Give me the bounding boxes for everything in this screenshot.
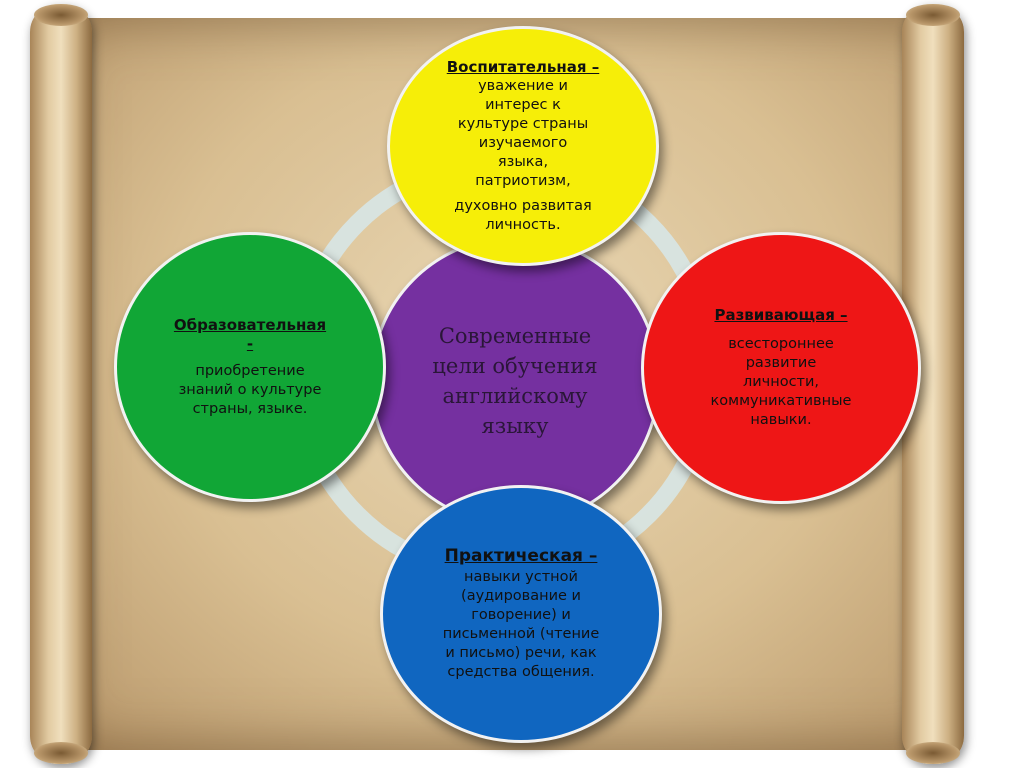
- educational-upbringing-circle: Воспитательная – уважение и интерес к ку…: [387, 26, 659, 266]
- center-circle: Современные цели обучения английскому яз…: [370, 236, 660, 526]
- practical-circle: Практическая – навыки устной (аудировани…: [380, 485, 662, 743]
- practical-title: Практическая –: [444, 545, 598, 566]
- practical-text: навыки устной (аудирование и говорение) …: [442, 568, 600, 680]
- developmental-circle: Развивающая – всестороннее развитие личн…: [641, 232, 921, 504]
- educational-text: приобретение знаний о культуре страны, я…: [178, 362, 322, 417]
- developmental-title: Развивающая –: [714, 306, 848, 324]
- scroll-roll-left: [30, 4, 92, 764]
- upbringing-text-extra: духовно развитая личность.: [454, 197, 592, 233]
- scroll-roll-cap: [906, 742, 960, 764]
- center-circle-text: Современные цели обучения английскому яз…: [432, 324, 598, 438]
- educational-title: Образовательная -: [173, 315, 327, 353]
- scroll-roll-cap: [34, 4, 88, 26]
- developmental-text: всестороннее развитие личности, коммуник…: [710, 336, 852, 428]
- scroll-roll-cap: [906, 4, 960, 26]
- scroll-roll-cap: [34, 742, 88, 764]
- educational-circle: Образовательная - приобретение знаний о …: [114, 232, 386, 502]
- upbringing-title: Воспитательная –: [446, 57, 600, 76]
- upbringing-text: уважение и интерес к культуре страны изу…: [457, 77, 589, 189]
